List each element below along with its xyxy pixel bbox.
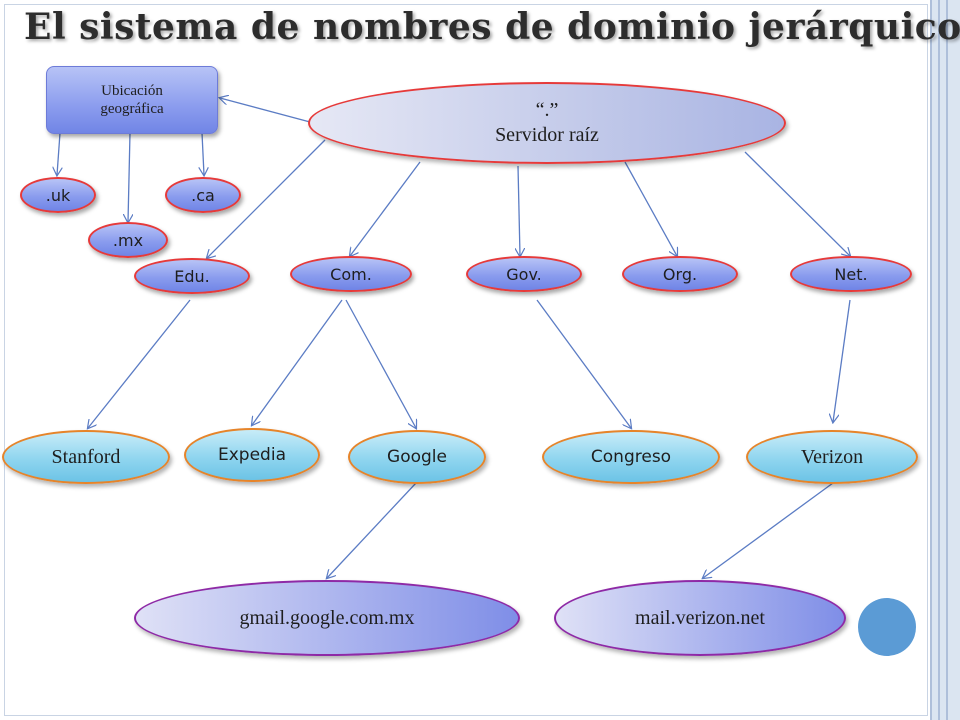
root-server-node: “.” Servidor raíz [308, 82, 786, 164]
host-mail-verizon-node: mail.verizon.net [554, 580, 846, 656]
connector-gov-congreso [536, 299, 631, 428]
side-bar-stripe [938, 0, 940, 720]
connector-geo-ca [202, 132, 204, 175]
connector-root-geo [220, 98, 311, 123]
connector-edu-stanford [88, 299, 191, 428]
tld-ca-node: .ca [165, 177, 241, 213]
connector-verizon-mail [703, 482, 834, 578]
tld-com-node: Com. [290, 256, 412, 292]
tld-edu-node: Edu. [134, 258, 250, 294]
domain-expedia-node: Expedia [184, 428, 320, 482]
tld-org-node: Org. [622, 256, 738, 292]
tld-net-node: Net. [790, 256, 912, 292]
geographic-location-node: Ubicación geográfica [46, 66, 218, 134]
root-server-label: Servidor raíz [495, 124, 599, 146]
tld-uk-node: .uk [20, 177, 96, 213]
slide-title: El sistema de nombres de dominio jerárqu… [24, 6, 960, 48]
connector-root-net [744, 151, 850, 256]
decorative-circle [858, 598, 916, 656]
domain-verizon-node: Verizon [746, 430, 918, 484]
tld-gov-node: Gov. [466, 256, 582, 292]
host-gmail-node: gmail.google.com.mx [134, 580, 520, 656]
root-server-dot-label: “.” [535, 99, 559, 121]
connector-geo-mx [128, 132, 130, 222]
side-bar-stripe [946, 0, 948, 720]
slide-frame [4, 4, 928, 716]
slide-side-bar [930, 0, 960, 720]
geographic-location-label-1: Ubicación [101, 83, 163, 99]
connector-root-edu [207, 139, 326, 258]
connector-geo-uk [57, 132, 60, 175]
tld-mx-node: .mx [88, 222, 168, 258]
connector-google-gmail [327, 482, 417, 578]
domain-congreso-node: Congreso [542, 430, 720, 484]
connector-net-verizon [833, 299, 851, 422]
connector-root-org [624, 161, 677, 256]
connector-root-gov [518, 165, 520, 256]
domain-stanford-node: Stanford [2, 430, 170, 484]
geographic-location-label-2: geográfica [100, 101, 164, 117]
connector-com-google [345, 299, 416, 428]
connector-root-com [350, 161, 421, 256]
domain-google-node: Google [348, 430, 486, 484]
connector-com-expedia [252, 299, 343, 425]
